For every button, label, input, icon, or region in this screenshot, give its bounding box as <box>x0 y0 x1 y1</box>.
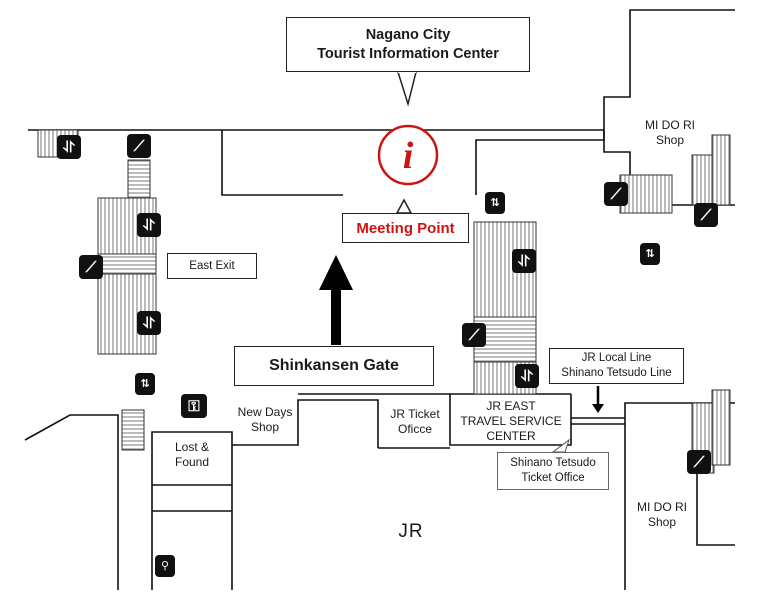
jr-local-line-label: JR Local Line Shinano Tetsudo Line <box>549 348 684 384</box>
meeting-pointer <box>395 198 413 214</box>
stairs-icon: ⥯ <box>137 311 161 335</box>
jr-local-line2: Shinano Tetsudo Line <box>561 367 672 379</box>
midori-shop-top: MI DO RI Shop <box>630 118 710 148</box>
shinano-ticket-office-label: Shinano Tetsudo Ticket Office <box>497 452 609 490</box>
jr-area-label: JR <box>398 521 424 542</box>
stairs-icon: ⥯ <box>515 364 539 388</box>
midori-shop-bottom: MI DO RI Shop <box>626 500 698 530</box>
new-days-shop: New Days Shop <box>232 405 298 435</box>
meeting-point-label: Meeting Point <box>342 213 469 243</box>
east-exit-label: East Exit <box>167 253 257 279</box>
shinano-ticket-line2: Ticket Office <box>521 472 585 484</box>
escalator-icon: ⟋ <box>127 134 151 158</box>
midori-top-line2: Shop <box>655 133 685 147</box>
restroom-icon: ⚲ <box>155 555 175 577</box>
jr-local-line1: JR Local Line <box>581 352 652 364</box>
callout-line2: Tourist Information Center <box>317 45 499 62</box>
shinkansen-gate-label: Shinkansen Gate <box>234 346 434 386</box>
new-days-line2: Shop <box>250 420 280 434</box>
escalator-icon: ⟋ <box>694 203 718 227</box>
midori-bottom-line1: MI DO RI <box>637 500 687 514</box>
locker-icon: ⚿ <box>181 394 207 418</box>
info-circle <box>377 124 439 186</box>
info-icon: i <box>403 135 414 177</box>
jr-ticket-line2: Oficce <box>397 422 432 436</box>
escalator-icon: ⟋ <box>462 323 486 347</box>
elevator-icon: ⇅ <box>135 373 155 395</box>
tourist-info-callout: Nagano City Tourist Information Center <box>286 17 530 72</box>
stairs-icon: ⥯ <box>137 213 161 237</box>
elevator-icon: ⇅ <box>640 243 660 265</box>
jr-local-arrow <box>592 386 604 413</box>
jr-ticket-line1: JR Ticket <box>390 407 440 421</box>
callout-line1: Nagano City <box>365 26 451 43</box>
jr-east-line1: JR EAST <box>486 399 536 413</box>
walls <box>24 9 735 590</box>
callout-pointer <box>396 71 417 107</box>
escalator-icon: ⟋ <box>604 182 628 206</box>
lost-found-line2: Found <box>174 455 210 469</box>
escalator-icon: ⟋ <box>79 255 103 279</box>
new-days-line1: New Days <box>237 405 293 419</box>
midori-top-line1: MI DO RI <box>645 118 695 132</box>
stairs-icon: ⥯ <box>512 249 536 273</box>
jr-east-line2: TRAVEL SERVICE <box>460 414 562 428</box>
jr-east-line3: CENTER <box>486 429 536 443</box>
jr-ticket-office: JR Ticket Oficce <box>380 407 450 437</box>
elevator-icon: ⇅ <box>485 192 505 214</box>
lost-found-line1: Lost & <box>174 440 210 454</box>
jr-east-travel-center: JR EAST TRAVEL SERVICE CENTER <box>451 399 571 444</box>
direction-arrow <box>319 255 353 345</box>
midori-bottom-line2: Shop <box>647 515 677 529</box>
stairs-icon: ⥯ <box>57 135 81 159</box>
escalator-icon: ⟋ <box>687 450 711 474</box>
lost-and-found: Lost & Found <box>154 440 230 470</box>
shinano-ticket-line1: Shinano Tetsudo <box>510 457 596 469</box>
